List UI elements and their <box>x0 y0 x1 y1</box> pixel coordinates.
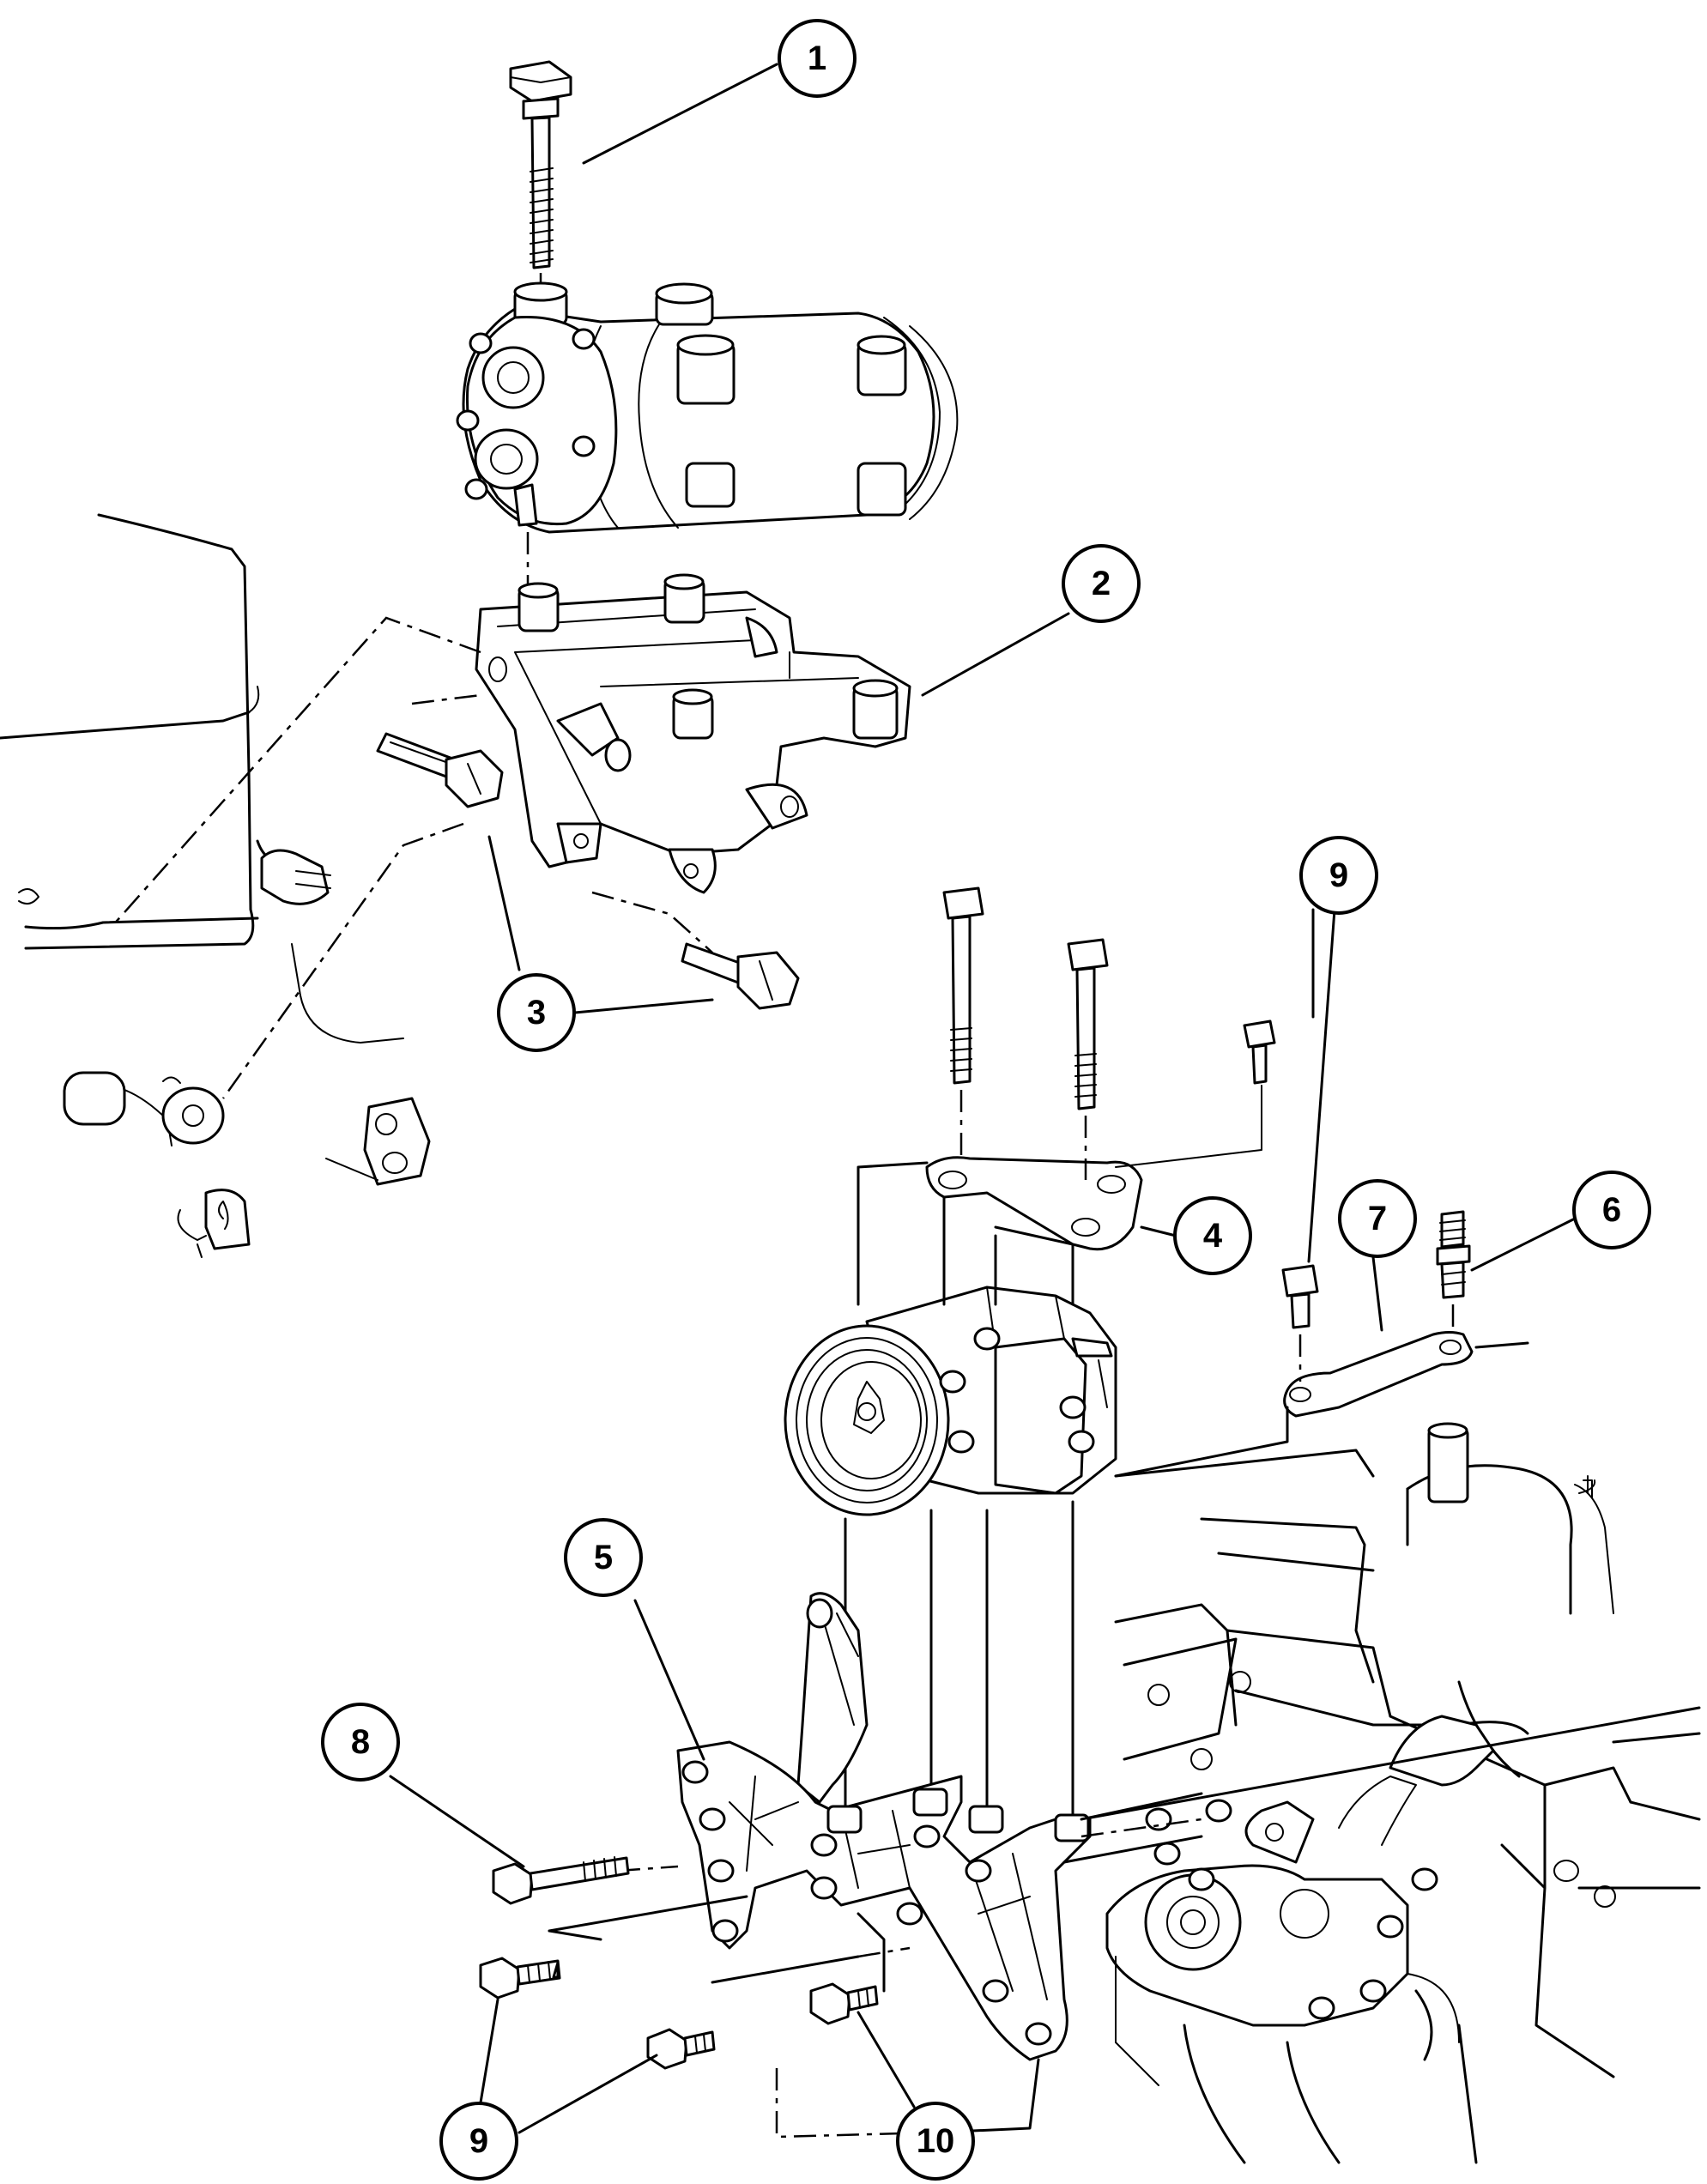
part-3-bracket-bolts <box>376 732 800 1010</box>
guide-left-top <box>857 1161 929 1220</box>
callout-1: 1 <box>778 19 857 98</box>
dashed-guide-lower-5 <box>857 1946 911 1958</box>
isolator-bushing-left <box>63 1071 126 1126</box>
callout-9-lower-label: 9 <box>469 2122 488 2160</box>
dashed-guide-bracket-engine <box>111 616 481 928</box>
callout-3: 3 <box>497 973 576 1052</box>
guide-strap-engine <box>1474 1341 1529 1349</box>
part-9-lower-bolt-a <box>479 1957 561 1999</box>
callout-8: 8 <box>321 1703 400 1782</box>
part-10-bolt <box>809 1982 879 2025</box>
callout-10: 10 <box>896 2102 975 2181</box>
part-7-strap <box>1283 1331 1474 1418</box>
callout-8-label: 8 <box>351 1723 370 1761</box>
part-9-lower-bolt-b <box>646 2028 716 2070</box>
compressor-upper-view <box>456 281 959 584</box>
part-5-lower-bracket <box>676 1592 1092 2061</box>
guide-right <box>994 1225 1074 1306</box>
dashed-guide-lower-2 <box>1080 1818 1202 1838</box>
callout-6-label: 6 <box>1602 1191 1621 1229</box>
part-2-mounting-bracket <box>475 573 911 894</box>
engine-block-outline-lower <box>1080 1422 1701 2164</box>
dashed-guide-bottom <box>775 2068 936 2139</box>
through-bolts-upper <box>942 886 1276 1180</box>
bushing-ring <box>161 1086 225 1145</box>
callout-9-lower: 9 <box>439 2102 518 2181</box>
guide-lower-1 <box>548 1792 1203 1933</box>
callout-2-label: 2 <box>1092 565 1111 602</box>
guide-lower-6 <box>1062 1835 1203 1864</box>
compressor-lower-view <box>784 1286 1117 1516</box>
callout-9-upper-label: 9 <box>1329 856 1348 894</box>
engine-stud-boss <box>260 849 330 905</box>
dashed-guide-lower-left <box>221 822 464 1099</box>
guide-lower-4 <box>711 1955 860 1984</box>
coolant-hose <box>1389 1715 1495 1787</box>
callout-7-label: 7 <box>1368 1200 1387 1237</box>
callout-4-label: 4 <box>1203 1217 1223 1255</box>
dashed-guide-bolt-bracket <box>411 693 481 705</box>
leader-lines <box>389 63 1577 2134</box>
dashed-guide-bolt-3 <box>591 891 713 953</box>
engine-block-outline-upper <box>0 513 404 1044</box>
part-8-long-bolt <box>492 1856 630 1905</box>
callout-5-label: 5 <box>594 1539 613 1576</box>
callout-3-label: 3 <box>527 994 546 1032</box>
callout-4: 4 <box>1173 1196 1252 1275</box>
callout-2: 2 <box>1062 544 1141 623</box>
part-6-stud <box>1436 1210 1471 1339</box>
part-1-compressor-bolt <box>509 60 572 296</box>
part-4-compressor-plate <box>925 1156 1143 1251</box>
guide-strap-compressor <box>1114 1406 1289 1478</box>
part-9-strap-bolt <box>1281 1264 1319 1382</box>
callout-7: 7 <box>1338 1179 1417 1258</box>
callout-5: 5 <box>564 1518 643 1597</box>
lower-left-mount-pieces <box>63 1071 431 1258</box>
callout-1-label: 1 <box>808 39 826 77</box>
isolator-block-right <box>363 1097 431 1186</box>
guide-lower-3 <box>548 1929 602 1941</box>
callout-6: 6 <box>1572 1171 1651 1249</box>
callout-10-label: 10 <box>917 2122 955 2160</box>
callout-9-upper: 9 <box>1299 836 1378 915</box>
